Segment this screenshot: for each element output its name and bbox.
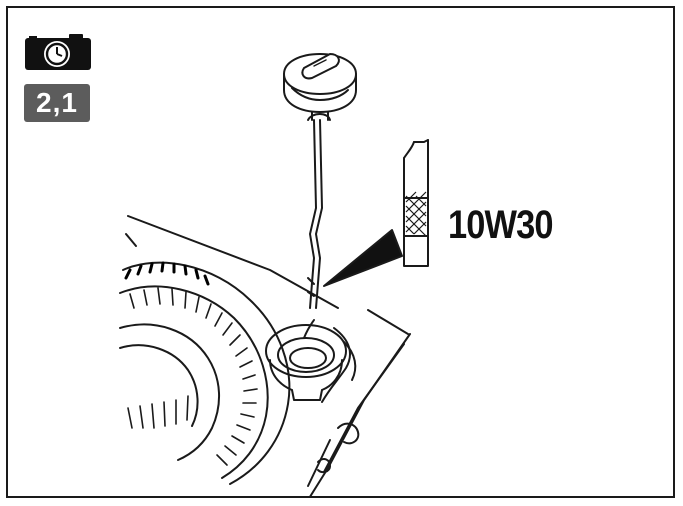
oil-grade-label: 10W30 xyxy=(448,203,554,247)
oil-check-illustration xyxy=(119,53,429,496)
camera-icon xyxy=(25,34,91,70)
instruction-panel: 2,1 10W30 xyxy=(6,6,675,498)
step-number-badge: 2,1 xyxy=(24,84,90,122)
